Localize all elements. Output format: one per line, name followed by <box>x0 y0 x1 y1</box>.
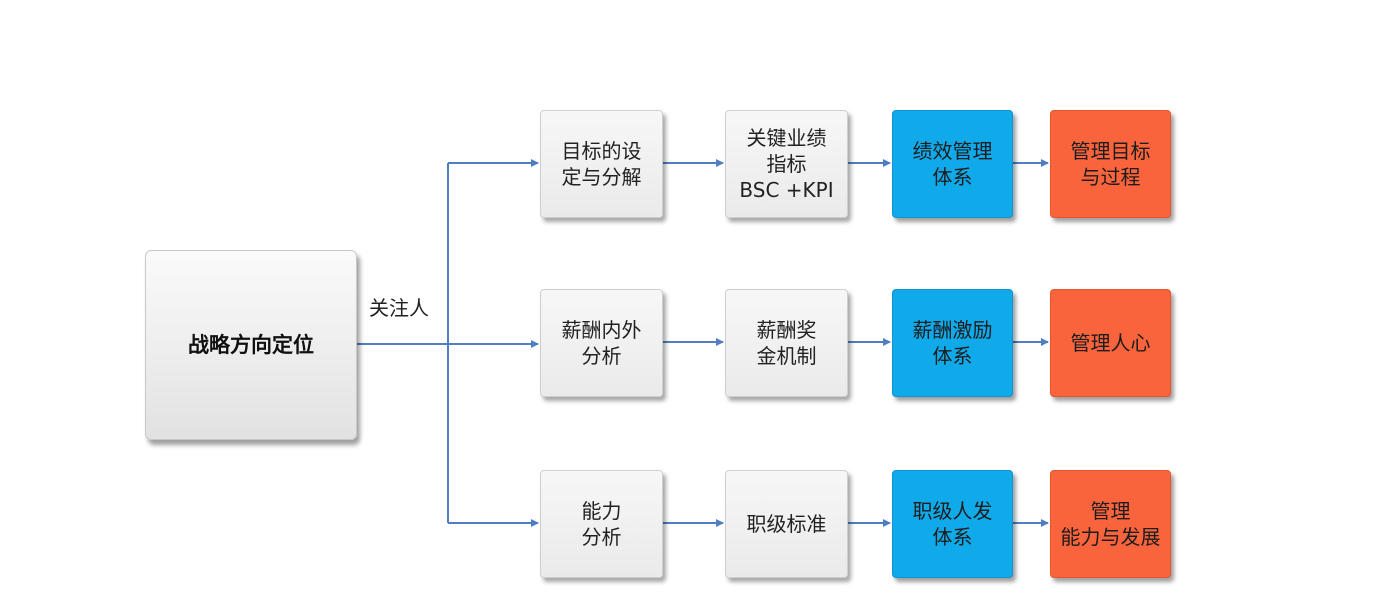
row3-goal-node: 管理 能力与发展 <box>1050 470 1171 578</box>
row2-step2-node: 薪酬奖 金机制 <box>725 289 848 397</box>
edge-label-focus-people: 关注人 <box>369 296 429 320</box>
row1-goal-node: 管理目标 与过程 <box>1050 110 1171 218</box>
row1-step1-node: 目标的设 定与分解 <box>540 110 663 218</box>
row3-step2-node: 职级标准 <box>725 470 848 578</box>
row1-step2-node: 关键业绩 指标 BSC +KPI <box>725 110 848 218</box>
row3-step1-node: 能力 分析 <box>540 470 663 578</box>
row2-goal-node: 管理人心 <box>1050 289 1171 397</box>
row2-step1-node: 薪酬内外 分析 <box>540 289 663 397</box>
row3-system-node: 职级人发 体系 <box>892 470 1013 578</box>
row2-system-node: 薪酬激励 体系 <box>892 289 1013 397</box>
root-node-strategy: 战略方向定位 <box>145 250 357 440</box>
row1-system-node: 绩效管理 体系 <box>892 110 1013 218</box>
